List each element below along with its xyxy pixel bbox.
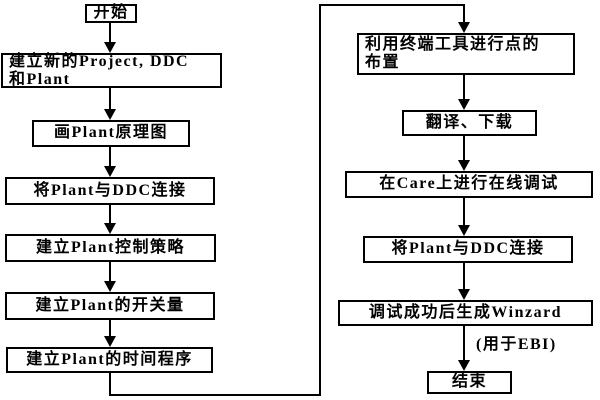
node-label: 建立Plant控制策略 bbox=[36, 238, 185, 256]
node-label: 结束 bbox=[451, 373, 487, 391]
flow-node-end: 结束 bbox=[427, 371, 512, 394]
arrow-shaft-new-project-to-diagram bbox=[109, 88, 111, 111]
node-label: 在Care上进行在线调试 bbox=[379, 175, 559, 193]
flow-node-generate-winzard: 调试成功后生成Winzard bbox=[338, 300, 593, 326]
arrow-shaft-connect-to-strategy bbox=[109, 205, 111, 225]
node-label: 建立Plant的开关量 bbox=[35, 296, 185, 314]
node-label: 建立Plant的时间程序 bbox=[26, 350, 193, 368]
arrowhead-down-icon bbox=[104, 281, 116, 292]
flow-node-plant-time-program: 建立Plant的时间程序 bbox=[6, 347, 213, 373]
arrow-shaft-translate-to-debug bbox=[463, 136, 465, 162]
arrowhead-down-icon bbox=[104, 109, 116, 120]
arrowhead-down-icon bbox=[104, 223, 116, 234]
arrow-shaft-connect2-to-winzard bbox=[463, 263, 465, 291]
annotation-ebi: (用于EBI) bbox=[476, 336, 557, 353]
flow-node-care-online-debug: 在Care上进行在线调试 bbox=[345, 171, 593, 198]
flow-node-connect-plant-ddc-2: 将Plant与DDC连接 bbox=[363, 236, 573, 263]
node-label-line: 和Plant bbox=[9, 70, 71, 88]
node-label: 画Plant原理图 bbox=[54, 124, 168, 142]
node-label: 开始 bbox=[93, 4, 129, 22]
flow-node-terminal-point-layout: 利用终端工具进行点的 布置 bbox=[357, 33, 575, 75]
arrowhead-down-icon bbox=[458, 22, 470, 33]
node-label: 翻译、下载 bbox=[425, 113, 514, 131]
flow-node-plant-switch-volume: 建立Plant的开关量 bbox=[5, 292, 215, 320]
arrowhead-down-icon bbox=[104, 336, 116, 347]
flow-node-new-project: 建立新的Project, DDC 和Plant bbox=[1, 53, 222, 88]
flow-node-start: 开始 bbox=[85, 4, 137, 23]
node-label: 将Plant与DDC连接 bbox=[33, 181, 187, 199]
arrowhead-down-icon bbox=[458, 289, 470, 300]
connector-middle-vertical bbox=[319, 4, 321, 396]
arrow-shaft-switch-to-time-program bbox=[109, 320, 111, 338]
arrow-shaft-layout-to-translate bbox=[463, 75, 465, 101]
node-label-line: 建立新的Project, DDC bbox=[9, 52, 190, 70]
connector-tail-from-time-program bbox=[109, 373, 111, 396]
arrowhead-down-icon bbox=[458, 360, 470, 371]
flow-node-plant-control-strategy: 建立Plant控制策略 bbox=[5, 234, 216, 262]
arrow-shaft-start-to-new-project bbox=[109, 22, 111, 44]
node-label-line: 利用终端工具进行点的 bbox=[365, 36, 541, 53]
arrow-shaft-diagram-to-connect bbox=[109, 147, 111, 168]
arrow-shaft-winzard-to-end bbox=[463, 326, 465, 362]
arrowhead-down-icon bbox=[458, 160, 470, 171]
connector-top-horizontal bbox=[319, 4, 465, 6]
arrow-shaft-strategy-to-switch bbox=[109, 262, 111, 283]
node-label: 将Plant与DDC连接 bbox=[391, 240, 545, 258]
flow-node-translate-download: 翻译、下载 bbox=[402, 110, 537, 136]
arrowhead-down-icon bbox=[104, 166, 116, 177]
flow-node-draw-plant-diagram: 画Plant原理图 bbox=[32, 120, 190, 147]
arrowhead-down-icon bbox=[104, 42, 116, 53]
arrow-shaft-debug-to-connect2 bbox=[463, 198, 465, 227]
connector-bottom-horizontal bbox=[109, 394, 321, 396]
arrowhead-down-icon bbox=[458, 99, 470, 110]
node-label-line: 布置 bbox=[365, 54, 401, 71]
arrow-shaft-into-terminal-layout bbox=[463, 4, 465, 24]
arrowhead-down-icon bbox=[458, 225, 470, 236]
node-label: 调试成功后生成Winzard bbox=[368, 303, 563, 321]
flow-node-connect-plant-ddc: 将Plant与DDC连接 bbox=[5, 177, 215, 205]
